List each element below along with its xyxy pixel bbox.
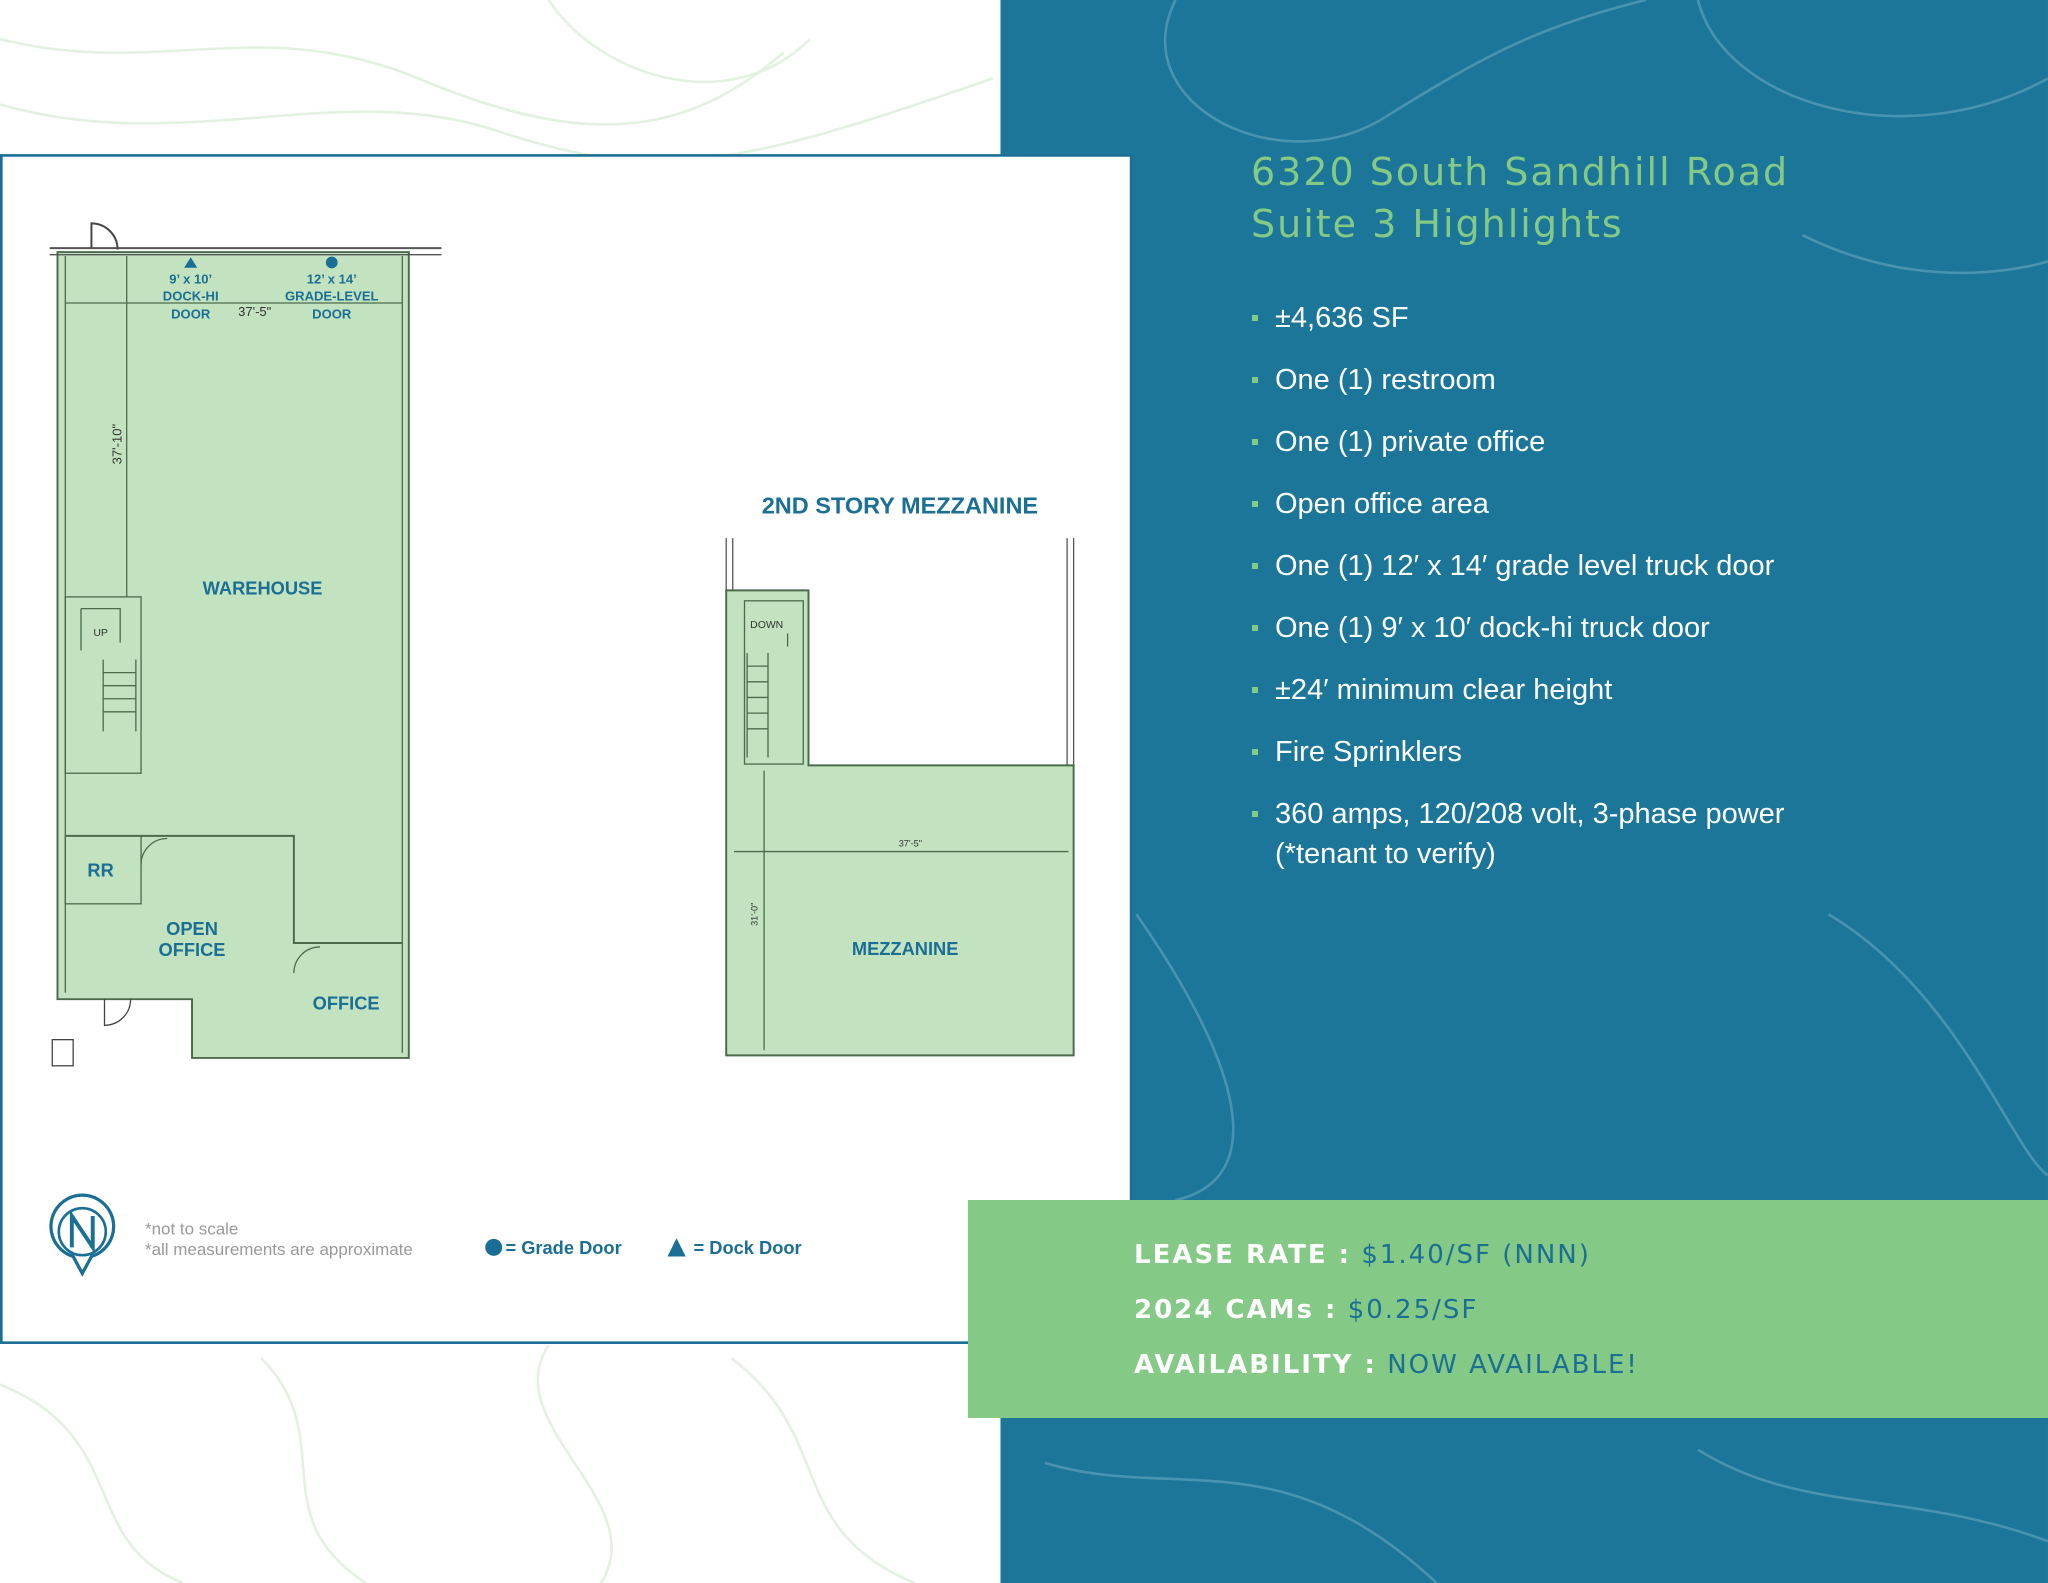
depth-dimension: 37'-10" (109, 423, 124, 464)
bullet-icon (1252, 501, 1258, 507)
bullet-icon (1252, 563, 1258, 569)
highlight-item: ±24′ minimum clear height (1252, 670, 1784, 732)
highlight-item: 360 amps, 120/208 volt, 3-phase power(*t… (1252, 794, 1784, 884)
bullet-icon (1252, 687, 1258, 693)
stairs-down-label: DOWN (750, 620, 783, 631)
grade-door-word: DOOR (312, 307, 352, 322)
grade-door-size: 12’ x 14’ (307, 271, 357, 286)
bullet-icon (1252, 439, 1258, 445)
dock-door-marker-icon (184, 257, 198, 268)
contour-pattern-right (1044, 0, 2048, 1583)
highlight-item: ±4,636 SF (1252, 298, 1784, 360)
mezz-depth-dimension: 31'-0" (750, 903, 760, 926)
contour-pattern-left (0, 0, 994, 1583)
bullet-icon (1252, 377, 1258, 383)
cams-rate: 2024 CAMs : $0.25/SF (1134, 1295, 1479, 1325)
highlight-item: Fire Sprinklers (1252, 732, 1784, 794)
grade-door-type: GRADE-LEVEL (285, 288, 379, 303)
bullet-icon (1252, 315, 1258, 321)
highlight-item: Open office area (1252, 484, 1784, 546)
bullet-icon (1252, 811, 1258, 817)
width-dimension: 37'-5" (238, 304, 272, 319)
dock-door-type: DOCK-HI (163, 288, 219, 303)
property-title: 6320 South Sandhill Road Suite 3 Highlig… (1251, 146, 1789, 250)
bullet-icon (1252, 625, 1258, 631)
dock-door-legend: = Dock Door (694, 1237, 802, 1258)
mezzanine-title: 2ND STORY MEZZANINE (762, 492, 1038, 518)
grade-door-marker-icon (325, 256, 338, 269)
stairs-up-label: UP (93, 628, 108, 639)
mezzanine-plan (725, 538, 1075, 1057)
office-label: OFFICE (313, 993, 380, 1014)
company-logo (49, 1193, 116, 1277)
grade-door-legend: = Grade Door (505, 1237, 621, 1258)
highlight-item: One (1) 9′ x 10′ dock-hi truck door (1252, 608, 1784, 670)
highlights-list: ±4,636 SF One (1) restroom One (1) priva… (1252, 298, 1784, 884)
lease-terms-box: LEASE RATE : $1.40/SF (NNN) 2024 CAMs : … (968, 1200, 2048, 1418)
note-approximate: *all measurements are approximate (145, 1240, 413, 1259)
title-line-2: Suite 3 Highlights (1251, 202, 1624, 246)
ground-floor-plan (49, 222, 442, 1067)
dock-door-word: DOOR (171, 307, 211, 322)
availability: AVAILABILITY : NOW AVAILABLE! (1134, 1350, 1639, 1380)
open-office-label-2: OFFICE (159, 939, 226, 960)
dock-door-size: 9’ x 10’ (169, 271, 212, 286)
mezz-width-dimension: 37'-5" (899, 838, 922, 848)
bullet-icon (1252, 749, 1258, 755)
grade-door-legend-icon (485, 1238, 503, 1256)
lease-rate: LEASE RATE : $1.40/SF (NNN) (1134, 1240, 1591, 1270)
highlight-item: One (1) restroom (1252, 360, 1784, 422)
title-line-1: 6320 South Sandhill Road (1251, 150, 1790, 194)
open-office-label-1: OPEN (166, 918, 218, 939)
note-not-to-scale: *not to scale (145, 1219, 238, 1238)
mezzanine-label: MEZZANINE (852, 938, 959, 959)
highlight-item: One (1) 12′ x 14′ grade level truck door (1252, 546, 1784, 608)
warehouse-label: WAREHOUSE (203, 577, 323, 598)
dock-door-legend-icon (667, 1238, 686, 1257)
restroom-label: RR (87, 859, 113, 880)
highlight-item: One (1) private office (1252, 422, 1784, 484)
